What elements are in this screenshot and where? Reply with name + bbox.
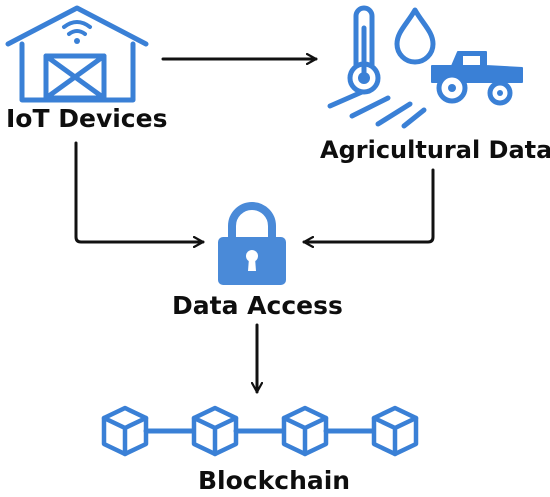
block-cube-3 <box>281 405 329 457</box>
block-cube-1 <box>101 405 149 457</box>
iot-devices-label: IoT Devices <box>6 104 168 133</box>
agricultural-data-label: Agricultural Data <box>320 136 550 164</box>
block-cube-4 <box>371 405 419 457</box>
padlock-icon <box>218 202 286 285</box>
data-access-label: Data Access <box>172 291 343 320</box>
arrow-agricultural-to-access <box>302 168 435 242</box>
tractor-icon <box>431 51 523 106</box>
field-rows-icon <box>327 89 427 129</box>
block-cube-2 <box>191 405 239 457</box>
barn-wifi-icon <box>5 5 149 103</box>
linked-cubes-icon <box>101 405 419 457</box>
arrow-iot-to-access <box>74 141 205 242</box>
blockchain-label: Blockchain <box>198 466 351 495</box>
thermometer-icon <box>347 5 381 95</box>
water-drop-icon <box>394 7 436 65</box>
